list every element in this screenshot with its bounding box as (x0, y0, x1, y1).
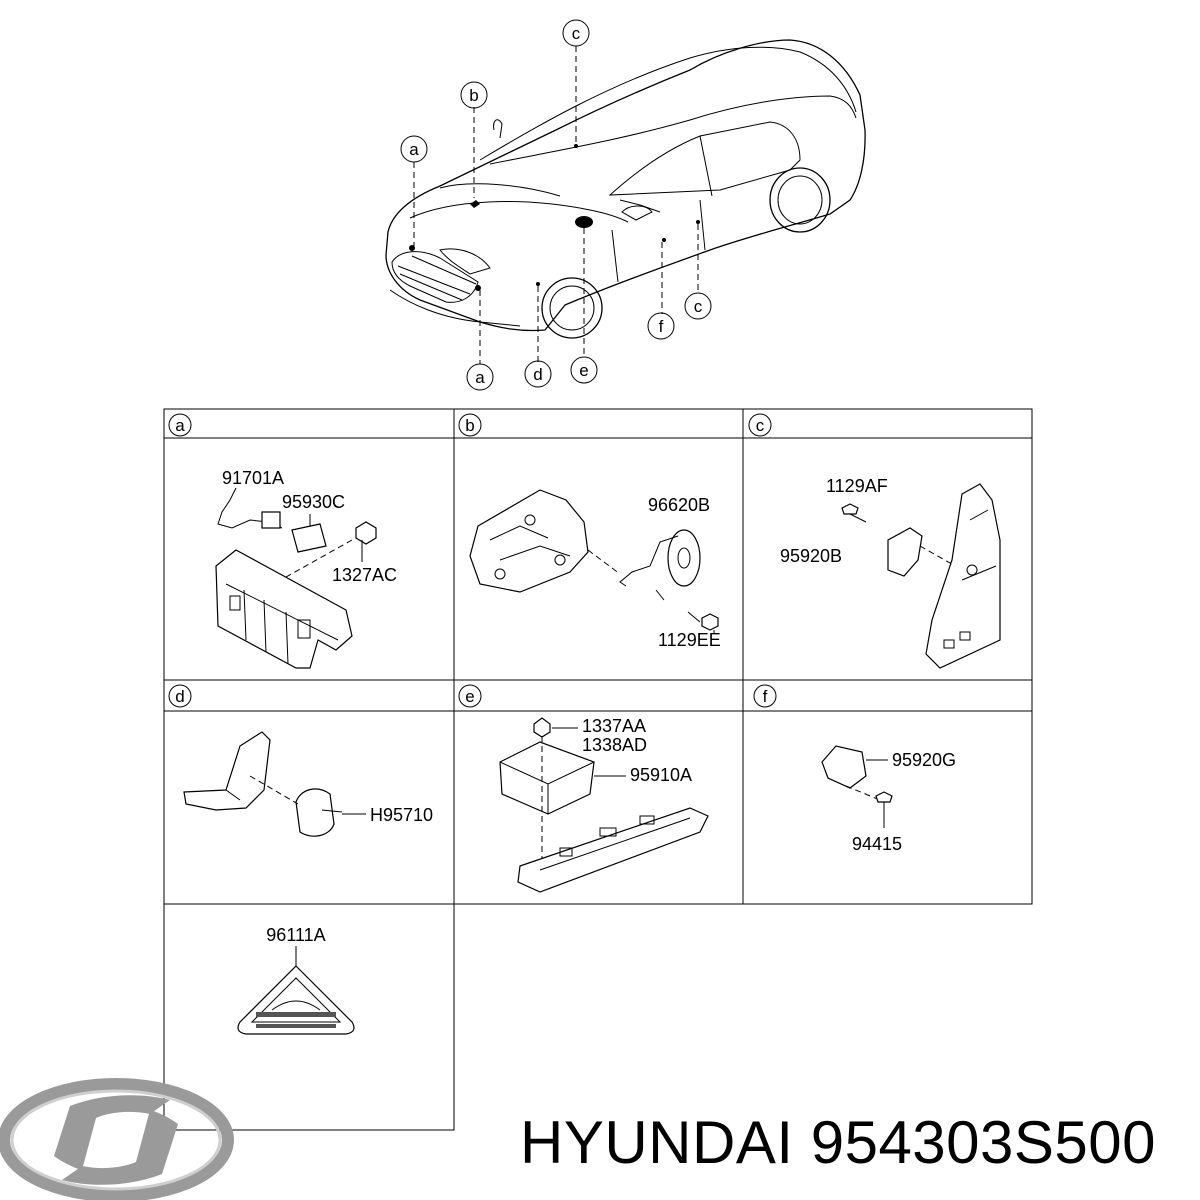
panel-f-label: f (763, 687, 768, 706)
part-1327AC: 1327AC (332, 565, 397, 585)
svg-text:c: c (572, 24, 581, 43)
part-1337AA: 1337AA (582, 716, 646, 736)
part-1338AD: 1338AD (582, 735, 647, 755)
svg-text:a: a (409, 140, 419, 159)
callout-e: e (570, 356, 598, 384)
detail-grid (163, 408, 1033, 1131)
part-95920G: 95920G (892, 750, 956, 770)
panel-b: b 96620B 1129EE (458, 413, 721, 650)
svg-text:b: b (469, 86, 478, 105)
part-91701A: 91701A (222, 468, 284, 488)
part-94415: 94415 (852, 834, 902, 854)
part-H95710: H95710 (370, 805, 433, 825)
svg-text:f: f (659, 317, 664, 336)
callout-f: f (647, 312, 675, 340)
panel-d: d H95710 (168, 684, 433, 837)
callout-b: b (460, 81, 488, 109)
callout-c-top: c (562, 19, 590, 47)
brand-part-number: HYUNDAI 954303S500 (520, 1109, 1157, 1176)
panel-e-label: e (465, 687, 474, 706)
hyundai-logo-icon (0, 1078, 234, 1200)
panel-f: f 95920G 94415 (753, 684, 956, 854)
panel-e: e 1337AA 1338AD 95910A (458, 684, 709, 893)
part-96111A: 96111A (266, 925, 325, 945)
car-overview: c b a a d e f c (385, 19, 866, 391)
callout-c-right: c (684, 292, 712, 320)
panel-c: c 1129AF 95920B (748, 413, 1001, 669)
svg-text:a: a (475, 368, 485, 387)
panel-a-label: a (175, 416, 185, 435)
panel-b-label: b (465, 416, 474, 435)
svg-text:e: e (579, 361, 588, 380)
panel-c-label: c (756, 416, 765, 435)
svg-text:c: c (694, 297, 703, 316)
panel-warning-label: 96111A (237, 925, 355, 1035)
part-95920B: 95920B (780, 546, 842, 566)
sensor-marker-e (575, 216, 593, 228)
part-95930C: 95930C (282, 492, 345, 512)
svg-text:d: d (533, 365, 542, 384)
part-1129AF: 1129AF (826, 476, 888, 496)
part-96620B: 96620B (648, 495, 710, 515)
panel-d-label: d (175, 687, 184, 706)
callout-a-bottom: a (466, 363, 494, 391)
panel-a: a 91701A 95930C 1327AC (168, 413, 397, 669)
part-95910A: 95910A (630, 765, 692, 785)
part-1129EE: 1129EE (658, 630, 721, 650)
callout-a-top: a (400, 135, 428, 163)
callout-d: d (524, 360, 552, 388)
